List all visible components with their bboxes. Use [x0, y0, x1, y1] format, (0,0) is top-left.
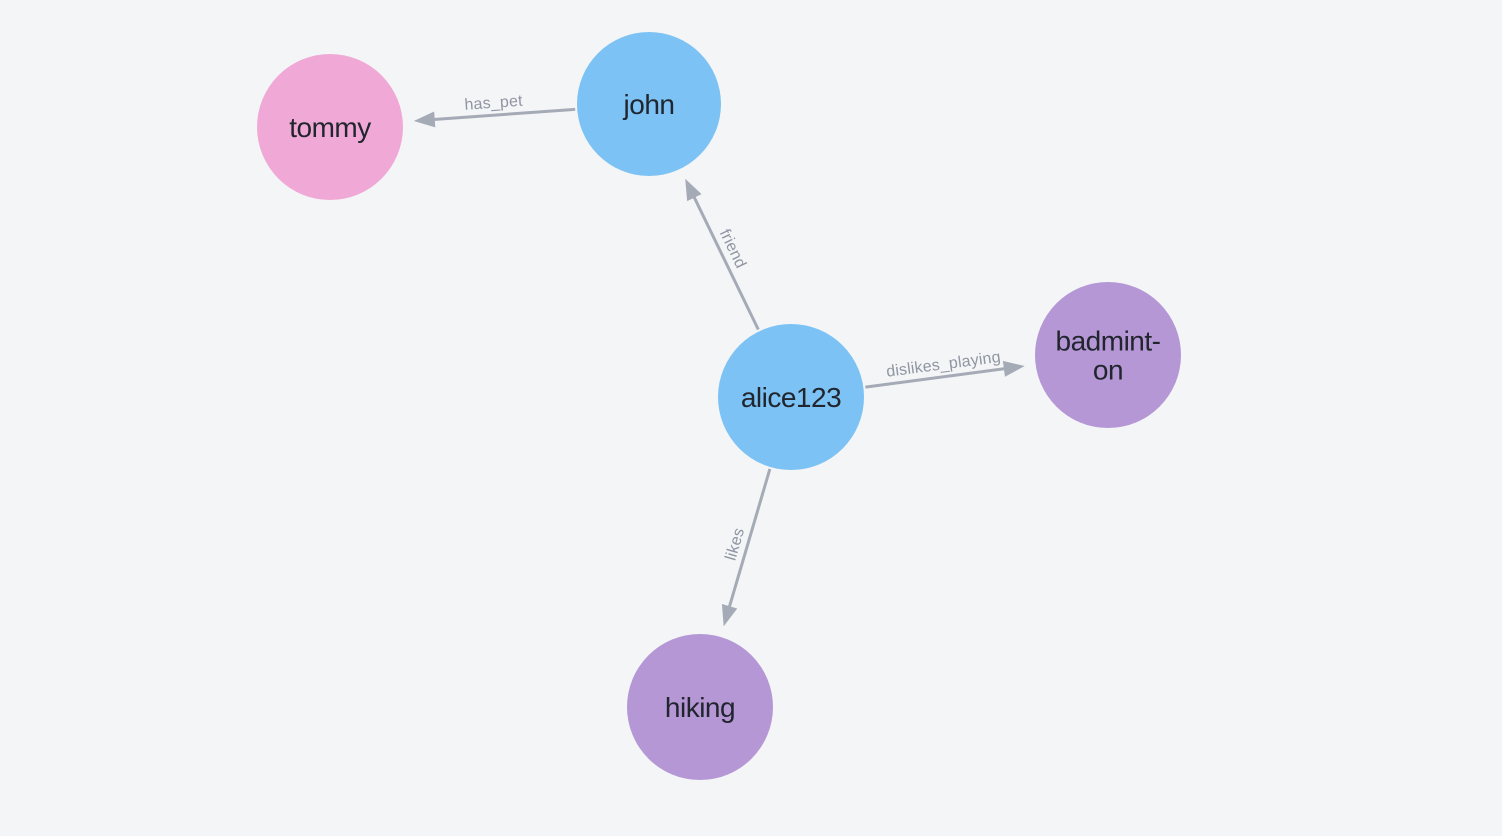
- node-label-line: badmint-: [1056, 325, 1161, 356]
- edge-arrowhead-icon: [721, 603, 738, 627]
- edge-line-friend[interactable]: [692, 196, 760, 331]
- edge-line-dislikes_playing[interactable]: [865, 367, 1006, 389]
- edge-arrowhead-icon: [685, 178, 702, 202]
- graph-edge-dislikes_playing[interactable]: dislikes_playing: [865, 349, 1025, 389]
- edge-line-likes[interactable]: [727, 468, 772, 608]
- node-label-line: on: [1093, 354, 1123, 385]
- node-circle-tommy[interactable]: [257, 54, 403, 200]
- edge-line-has_pet[interactable]: [433, 107, 576, 122]
- graph-edge-has_pet[interactable]: has_pet: [413, 93, 576, 128]
- graph-node-john[interactable]: john: [577, 32, 721, 176]
- node-label-tommy: tommy: [289, 112, 371, 143]
- graph-edge-friend[interactable]: friend: [685, 178, 760, 331]
- graph-node-badminton[interactable]: badmint-on: [1035, 282, 1181, 428]
- edge-arrowhead-icon: [413, 111, 436, 128]
- node-label-john: john: [623, 89, 675, 120]
- node-circle-alice123[interactable]: [718, 324, 864, 470]
- graph-node-tommy[interactable]: tommy: [257, 54, 403, 200]
- node-circle-john[interactable]: [577, 32, 721, 176]
- graph-node-alice123[interactable]: alice123: [718, 324, 864, 470]
- edge-label-has_pet[interactable]: has_pet: [464, 93, 524, 114]
- edge-arrowhead-icon: [1002, 360, 1025, 377]
- node-label-hiking: hiking: [665, 692, 735, 723]
- node-label-badminton: badmint-on: [1056, 325, 1161, 385]
- graph-edge-likes[interactable]: likes: [721, 468, 772, 627]
- graph-node-hiking[interactable]: hiking: [627, 634, 773, 780]
- node-circle-hiking[interactable]: [627, 634, 773, 780]
- node-label-alice123: alice123: [741, 382, 841, 413]
- node-circle-badminton[interactable]: [1035, 282, 1181, 428]
